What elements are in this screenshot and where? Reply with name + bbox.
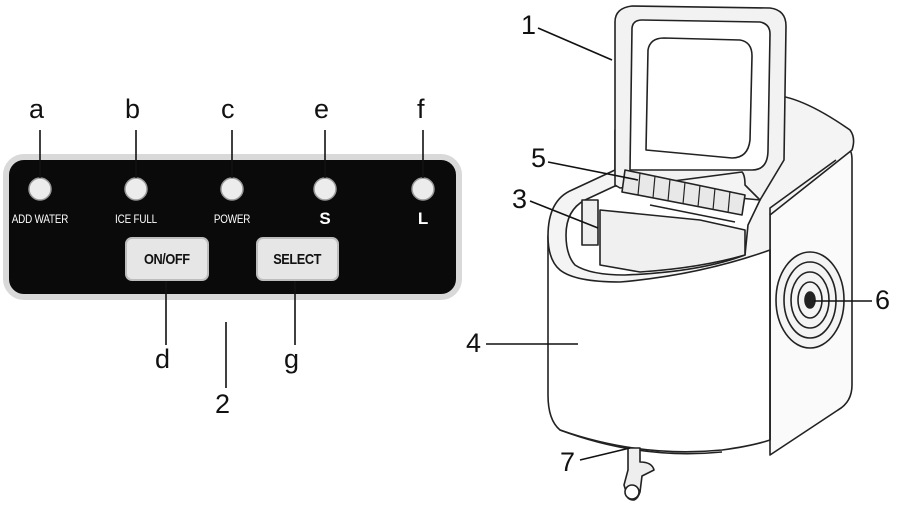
callout-d: d <box>155 344 171 374</box>
label-ice-full: ICE FULL <box>115 212 157 226</box>
label-l: L <box>417 209 429 228</box>
callout-6: 6 <box>875 285 891 315</box>
label-add-water: ADD WATER <box>11 212 69 226</box>
led-add-water <box>28 177 52 201</box>
label-s: S <box>319 209 331 228</box>
led-ice-full <box>124 177 148 201</box>
led-s <box>313 177 337 201</box>
callout-e: e <box>314 94 330 124</box>
callout-7: 7 <box>560 447 576 477</box>
callout-f: f <box>417 94 425 124</box>
fan-vent-inner <box>783 261 837 339</box>
fan-vent-ring2 <box>797 281 823 319</box>
select-button[interactable]: SELECT <box>256 237 339 281</box>
label-power: POWER <box>213 212 251 226</box>
drain-plug-cap <box>624 484 640 500</box>
callout-4: 4 <box>466 328 482 358</box>
callout-b: b <box>125 94 141 124</box>
fan-vent-hub <box>804 291 816 309</box>
leader-7 <box>579 447 631 461</box>
ice-tray-fingers <box>637 172 731 214</box>
callout-a: a <box>29 94 45 124</box>
ice-maker-illustration <box>547 5 855 501</box>
callout-1: 1 <box>521 10 537 40</box>
led-l <box>411 177 435 201</box>
callout-3: 3 <box>512 184 528 214</box>
machine-side-top <box>769 159 837 215</box>
led-power <box>220 177 244 201</box>
leader-1 <box>537 27 613 61</box>
ice-basket <box>599 209 746 273</box>
select-button-label: SELECT <box>273 250 322 268</box>
evaporator-bar <box>649 204 736 223</box>
callout-5: 5 <box>531 143 547 173</box>
on-off-button[interactable]: ON/OFF <box>125 237 209 281</box>
machine-leader-lines <box>486 27 872 461</box>
callout-2: 2 <box>215 389 231 419</box>
leader-5 <box>547 161 639 181</box>
on-off-button-label: ON/OFF <box>144 250 190 268</box>
lid-window <box>629 19 771 171</box>
callout-c: c <box>221 94 235 124</box>
panel-leader-lines <box>39 130 424 388</box>
machine-front <box>547 235 771 453</box>
fan-vent-ring1 <box>790 271 830 329</box>
leader-3 <box>529 200 599 229</box>
callout-g: g <box>284 344 300 374</box>
lid-window-inner <box>645 37 753 159</box>
